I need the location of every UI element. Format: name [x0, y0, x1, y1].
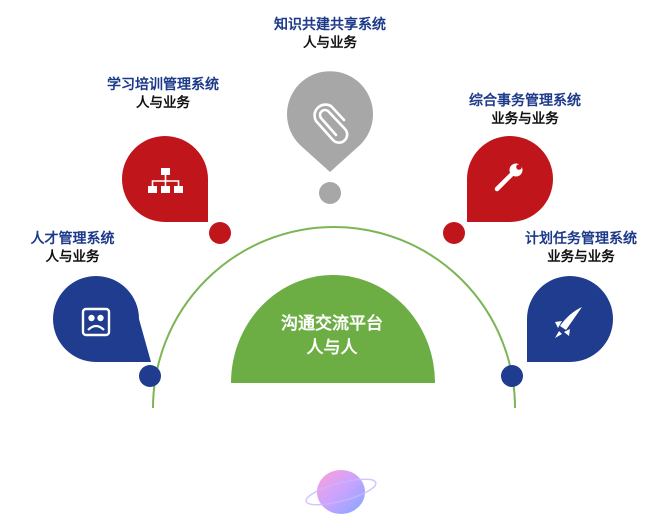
knowledge-subtitle: 人与业务 [303, 35, 357, 51]
training-label: 学习培训管理系统 人与业务 [78, 76, 248, 112]
talent-subtitle: 人与业务 [45, 249, 100, 265]
wrench-icon [494, 163, 523, 192]
talent-connector-dot [139, 365, 161, 387]
person-card-icon [81, 307, 111, 337]
center-platform-shape [231, 275, 435, 383]
tasks-subtitle: 业务与业务 [547, 249, 615, 265]
affairs-title: 综合事务管理系统 [469, 93, 581, 109]
affairs-connector-dot [443, 222, 465, 244]
center-title: 沟通交流平台 [281, 314, 383, 334]
connection-arc [152, 226, 516, 409]
tasks-system-badge[interactable] [527, 276, 613, 362]
training-subtitle: 人与业务 [136, 95, 190, 111]
org-chart-icon [148, 168, 183, 193]
affairs-system-badge[interactable] [467, 136, 553, 222]
affairs-label: 综合事务管理系统 业务与业务 [440, 92, 610, 128]
tasks-connector-dot [501, 365, 523, 387]
knowledge-badge-shape [287, 71, 373, 172]
knowledge-label: 知识共建共享系统 人与业务 [240, 16, 420, 52]
training-connector-dot [209, 222, 231, 244]
center-platform-label: 沟通交流平台 人与人 [240, 312, 424, 360]
training-title: 学习培训管理系统 [107, 77, 219, 93]
talent-system-badge[interactable] [53, 276, 151, 362]
tasks-label: 计划任务管理系统 业务与业务 [505, 230, 657, 266]
center-subtitle: 人与人 [306, 338, 358, 358]
tasks-title: 计划任务管理系统 [525, 231, 637, 247]
planet-logo-icon [305, 470, 377, 514]
training-system-badge[interactable] [122, 136, 208, 222]
rocket-icon [555, 307, 582, 338]
talent-label: 人才管理系统 人与业务 [10, 230, 135, 266]
knowledge-title: 知识共建共享系统 [274, 17, 386, 33]
paperclip-icon [313, 103, 349, 144]
knowledge-connector-dot [319, 182, 341, 204]
knowledge-system-badge[interactable] [287, 71, 373, 172]
talent-title: 人才管理系统 [30, 231, 115, 247]
affairs-subtitle: 业务与业务 [491, 111, 559, 127]
